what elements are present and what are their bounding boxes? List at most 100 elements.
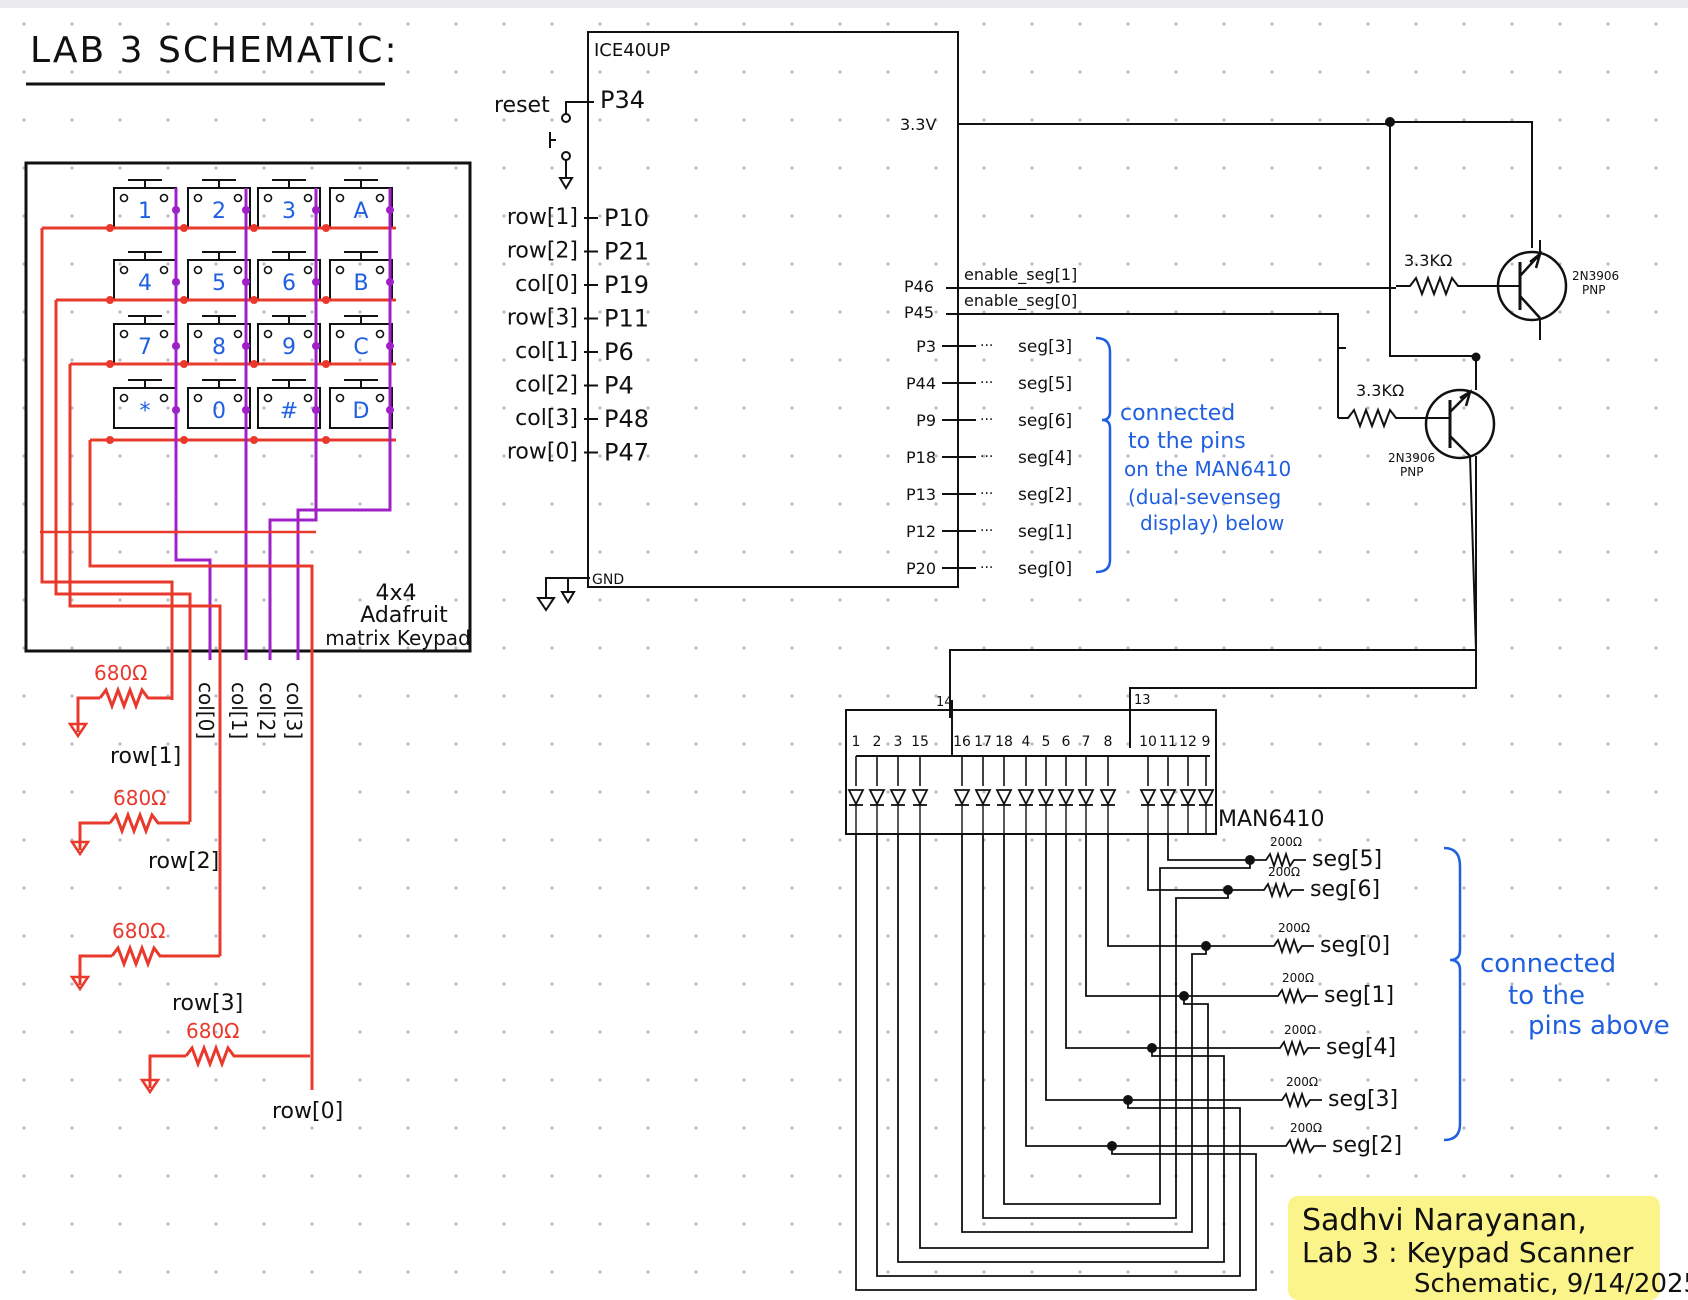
fpga-seg-signal: seg[2] bbox=[1018, 485, 1072, 505]
display-pin-number: 9 bbox=[1202, 734, 1211, 750]
keypad-key-label: 2 bbox=[212, 199, 226, 224]
fpga-note-line1: connected bbox=[1120, 401, 1235, 426]
fpga-enable-signal: enable_seg[1] bbox=[964, 265, 1077, 285]
fpga: ICE40UP 3.3V GND reset P34 row[1]P10 row[… bbox=[494, 31, 1291, 612]
pulldown-row0: 680Ω row[0] bbox=[139, 1019, 343, 1124]
fpga-left-pin: col[0]P19 bbox=[515, 271, 649, 299]
row-pulldowns: 680Ω row[1] 680Ω row[2] 680Ω row[3] 680Ω… bbox=[67, 661, 343, 1124]
display-pin-number: 3 bbox=[894, 734, 903, 750]
fpga-left-pin-number: P11 bbox=[604, 305, 649, 333]
display-segment-resistor-label: 200Ω bbox=[1282, 971, 1314, 985]
display-segment-resistors: 200Ωseg[5]200Ωseg[6]200Ωseg[0]200Ωseg[1]… bbox=[1107, 835, 1402, 1158]
keypad-key: 6 bbox=[257, 251, 321, 301]
keypad-caption-line3: matrix Keypad bbox=[325, 626, 470, 650]
fpga-left-pin: row[0]P47 bbox=[507, 439, 649, 467]
display-pin: 15 bbox=[911, 734, 929, 834]
fpga-left-signal: row[3] bbox=[507, 306, 578, 331]
keypad-key-label: A bbox=[353, 199, 368, 224]
fpga-gnd-label: GND bbox=[592, 572, 624, 588]
fpga-left-pin-number: P48 bbox=[604, 405, 649, 433]
fpga-note-line3: on the MAN6410 bbox=[1124, 457, 1291, 481]
fpga-seg-signal: seg[0] bbox=[1018, 559, 1072, 579]
keypad-key-label: * bbox=[140, 399, 151, 424]
fpga-3v3-label: 3.3V bbox=[900, 115, 936, 134]
keypad-key-label: # bbox=[280, 399, 298, 424]
display-segment-resistor-label: 200Ω bbox=[1284, 1023, 1316, 1037]
fpga-seg-dots: ··· bbox=[980, 412, 993, 428]
display-segment-signal: seg[5] bbox=[1312, 847, 1382, 872]
fpga-note-line5: display) below bbox=[1140, 511, 1284, 535]
display-pin-number: 8 bbox=[1104, 734, 1113, 750]
fpga-seg-pin-number: P20 bbox=[906, 559, 936, 578]
display-segment-signal: seg[0] bbox=[1320, 933, 1390, 958]
keypad-wiring bbox=[40, 188, 396, 1090]
fpga-name: ICE40UP bbox=[594, 40, 670, 61]
keypad-key-label: 1 bbox=[138, 199, 152, 224]
keypad-key-label: D bbox=[353, 399, 370, 424]
fpga-seg-pin: P20···seg[0] bbox=[906, 559, 1072, 579]
display-pin: 5 bbox=[1037, 734, 1055, 834]
signature-line2: Lab 3 : Keypad Scanner bbox=[1302, 1236, 1634, 1269]
fpga-left-pin-number: P4 bbox=[604, 372, 634, 400]
display-segment: 200Ω seg[1] bbox=[1179, 971, 1394, 1008]
keypad-key: 2 bbox=[187, 179, 251, 229]
display-note-line3: pins above bbox=[1528, 1011, 1670, 1041]
display-pin-number: 1 bbox=[852, 734, 861, 750]
fpga-left-pin: col[3]P48 bbox=[515, 405, 649, 433]
signature-line3: Schematic, 9/14/2025 bbox=[1414, 1269, 1688, 1299]
display-segment-wires bbox=[855, 834, 1257, 1291]
display-segment: 200Ω seg[0] bbox=[1201, 921, 1390, 958]
fpga-enable-pin: P46 enable_seg[1] bbox=[904, 265, 1077, 296]
transistor1-type-label: PNP bbox=[1582, 283, 1605, 297]
display-pin-number: 6 bbox=[1062, 734, 1071, 750]
fpga-seg-pin-number: P44 bbox=[906, 374, 936, 393]
keypad-key-label: 4 bbox=[138, 271, 152, 296]
display-segment-signal: seg[1] bbox=[1324, 983, 1394, 1008]
display-pin-number: 17 bbox=[974, 734, 992, 750]
fpga-seg-pin: P18···seg[4] bbox=[906, 448, 1072, 468]
fpga-left-signal: col[2] bbox=[515, 373, 578, 398]
fpga-left-pin: col[1]P6 bbox=[515, 338, 634, 366]
display-pin-number: 2 bbox=[873, 734, 882, 750]
fpga-seg-dots: ··· bbox=[980, 375, 993, 391]
display-segment-resistor-label: 200Ω bbox=[1268, 865, 1300, 879]
transistor1-part-label: 2N3906 bbox=[1572, 269, 1619, 283]
signature-highlight bbox=[1288, 1196, 1660, 1300]
fpga-seg-pin: P44···seg[5] bbox=[906, 374, 1072, 394]
display-segment-resistor-label: 200Ω bbox=[1278, 921, 1310, 935]
display-common-pin-14: 14 bbox=[936, 695, 953, 710]
pulldown-row-label: row[1] bbox=[110, 744, 181, 769]
keypad-key-label: 0 bbox=[212, 399, 226, 424]
fpga-left-pin-number: P10 bbox=[604, 204, 649, 232]
fpga-left-pin: row[3] P11 bbox=[507, 305, 649, 333]
col1-label: col[1] bbox=[227, 682, 251, 739]
fpga-seg-pin-number: P13 bbox=[906, 485, 936, 504]
fpga-left-pin: row[1]P10 bbox=[507, 204, 649, 232]
pulldown-row1: 680Ω row[1] bbox=[67, 661, 181, 769]
fpga-enable-pin-number: P46 bbox=[904, 277, 934, 296]
display-note-line2: to the bbox=[1508, 981, 1585, 1011]
fpga-seg-pin-number: P3 bbox=[916, 337, 936, 356]
display-note-bracket bbox=[1443, 846, 1462, 1142]
fpga-seg-pin: P9···seg[6] bbox=[916, 411, 1072, 431]
display-pin: 1 bbox=[847, 734, 865, 834]
fpga-left-pin-number: P19 bbox=[604, 271, 649, 299]
display-outline bbox=[845, 709, 1217, 835]
display-segment-signal: seg[2] bbox=[1332, 1133, 1402, 1158]
fpga-seg-signal: seg[6] bbox=[1018, 411, 1072, 431]
display-segment-signal: seg[3] bbox=[1328, 1087, 1398, 1112]
signature-line1: Sadhvi Narayanan, bbox=[1302, 1203, 1587, 1238]
fpga-left-pin: col[2] P4 bbox=[515, 372, 634, 400]
reset-button: reset P34 bbox=[494, 86, 645, 190]
display-pin: 2 bbox=[868, 734, 886, 834]
fpga-seg-pin: P12···seg[1] bbox=[906, 522, 1072, 542]
display-pin-number: 12 bbox=[1179, 734, 1197, 750]
fpga-left-signal: row[2] bbox=[507, 239, 578, 264]
fpga-left-pin-number: P21 bbox=[604, 238, 649, 266]
keypad-caption-line2: Adafruit bbox=[360, 603, 448, 628]
